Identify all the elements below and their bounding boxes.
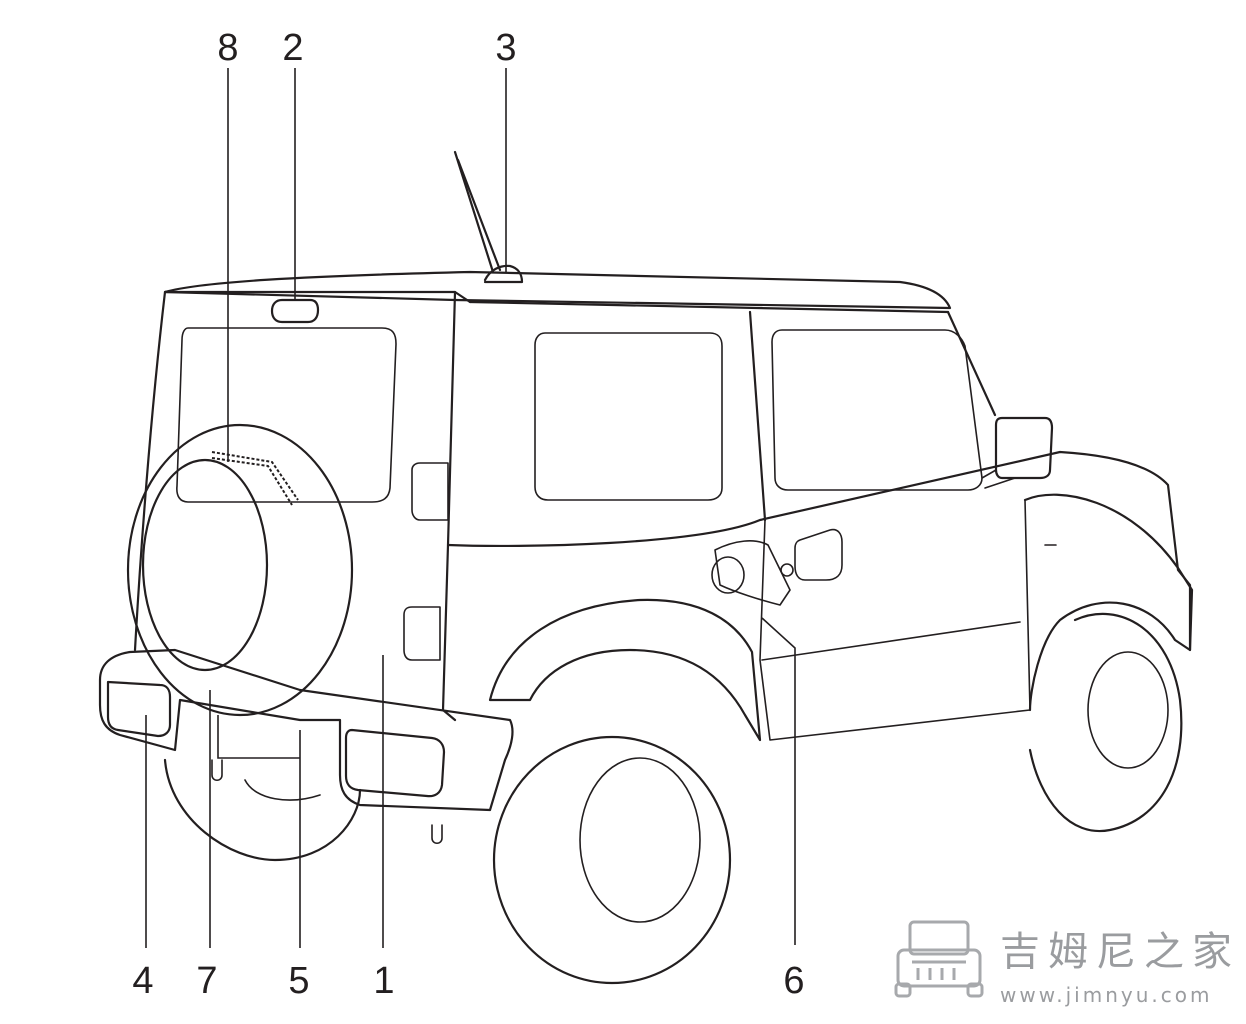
leader-line-6 [761,617,796,945]
leader-lines [145,68,796,948]
callout-3: 3 [495,27,516,69]
watermark-title: 吉姆尼之家 [1000,929,1240,975]
callout-labels: 8 2 3 4 7 5 1 6 [132,27,804,1002]
watermark-logo [894,920,984,998]
callout-2: 2 [282,27,303,69]
rear-camera-indicator [211,451,299,501]
callout-4: 4 [132,960,153,1002]
watermark-url: www.jimnyu.com [1000,983,1212,1007]
leader-line-5 [217,715,301,948]
callout-5: 5 [288,960,309,1002]
watermark: 吉姆尼之家 www.jimnyu.com [894,920,1240,1007]
callout-7: 7 [196,960,217,1002]
callout-6: 6 [783,960,804,1002]
spare-tire [126,423,354,717]
callout-8: 8 [217,27,238,69]
vehicle-outline [98,150,1194,985]
callout-1: 1 [373,960,394,1002]
